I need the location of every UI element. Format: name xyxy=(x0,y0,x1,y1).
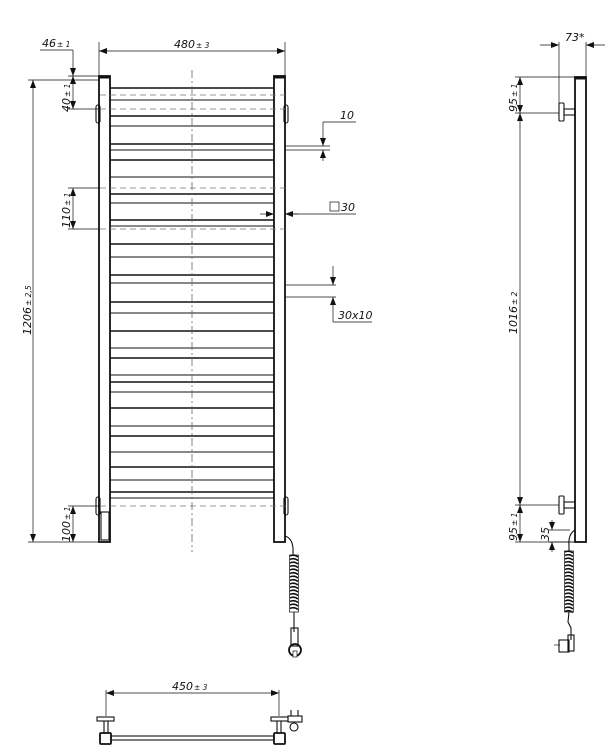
right-post xyxy=(273,75,286,543)
svg-text:46± 1: 46± 1 xyxy=(42,37,70,50)
dim-gap: 110 xyxy=(60,207,73,228)
dim-bar-spacing: 10 xyxy=(340,109,354,122)
side-post xyxy=(574,76,587,543)
coiled-cable-side xyxy=(564,550,574,614)
rungs xyxy=(110,87,274,499)
dim-side-mount-spacing: 1016 xyxy=(507,306,520,334)
top-bar xyxy=(110,735,275,741)
dim-bottom-mount: 100 xyxy=(60,521,73,542)
dim-depth: 73 xyxy=(565,31,579,44)
heater-element xyxy=(100,511,110,541)
bracket-top-right xyxy=(283,104,289,124)
svg-text:110± 1: 110± 1 xyxy=(60,193,73,228)
svg-text:95± 1: 95± 1 xyxy=(507,513,520,541)
top-right-post xyxy=(273,732,286,745)
svg-text:450± 3: 450± 3 xyxy=(172,680,208,693)
svg-text:73*: 73* xyxy=(565,31,585,44)
square-symbol-icon xyxy=(329,201,340,212)
top-left-post xyxy=(99,732,112,745)
svg-text:95± 1: 95± 1 xyxy=(507,84,520,112)
dim-side-top-mount: 95 xyxy=(507,98,520,112)
side-view: 73* 95± 1 1016± 2 95± 1 35 xyxy=(507,31,605,653)
top-view: 450± 3 xyxy=(96,680,303,745)
coiled-cable xyxy=(289,554,299,613)
dim-side-bottom-mount: 95 xyxy=(507,527,520,541)
dim-overall-width: 480 xyxy=(174,38,195,51)
dim-top-offset: 46 xyxy=(42,37,56,50)
dim-top-mount: 40 xyxy=(60,98,73,112)
dim-overall-height: 1206 xyxy=(21,307,34,335)
svg-text:100± 1: 100± 1 xyxy=(60,507,73,542)
svg-text:40± 1: 40± 1 xyxy=(60,84,73,112)
svg-text:480± 3: 480± 3 xyxy=(174,38,210,51)
dim-bar-section: 30x10 xyxy=(338,309,373,322)
left-post xyxy=(98,75,111,543)
bracket-top-left xyxy=(95,104,101,124)
dim-post-section: 30 xyxy=(341,201,355,214)
dim-top-mount-spacing: 450 xyxy=(172,680,193,693)
front-view: 480± 3 46± 1 40± 1 1206± 2,5 110± 1 100±… xyxy=(21,37,373,658)
svg-text:1016± 2: 1016± 2 xyxy=(507,291,520,334)
dim-cable-offset: 35 xyxy=(539,527,552,541)
power-cable xyxy=(284,535,294,556)
svg-text:1206± 2,5: 1206± 2,5 xyxy=(21,285,34,335)
